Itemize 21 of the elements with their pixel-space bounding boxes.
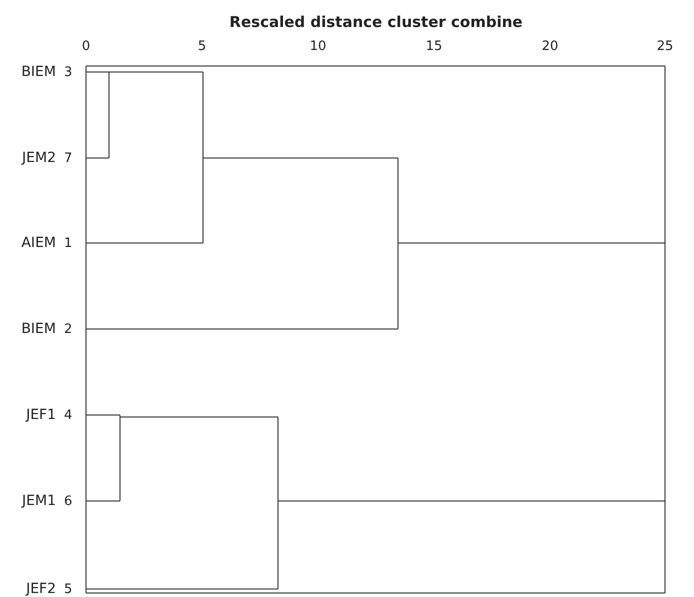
leaf-label: BIEM [21,65,56,79]
leaf-label: JEM1 [22,494,56,508]
leaf-label: BIEM [21,322,56,336]
tick-label: 20 [542,40,558,52]
case-number: 5 [64,582,72,596]
case-number: 6 [64,494,72,508]
case-number: 1 [64,236,72,250]
leaf-label: AIEM [21,236,56,250]
tick-label: 15 [426,40,442,52]
tick-label: 25 [656,40,674,52]
leaf-label: JEF1 [26,408,56,422]
tick-label: 5 [198,40,206,52]
leaf-label: JEM2 [22,151,56,165]
tick-label: 0 [82,40,90,52]
case-number: 7 [64,152,72,164]
leaf-label: JEF2 [26,582,56,596]
case-number: 4 [64,408,72,422]
tick-label: 10 [310,40,326,52]
case-number: 2 [64,322,72,336]
axis-title: Rescaled distance cluster combine [229,14,523,30]
case-number: 3 [64,66,72,78]
